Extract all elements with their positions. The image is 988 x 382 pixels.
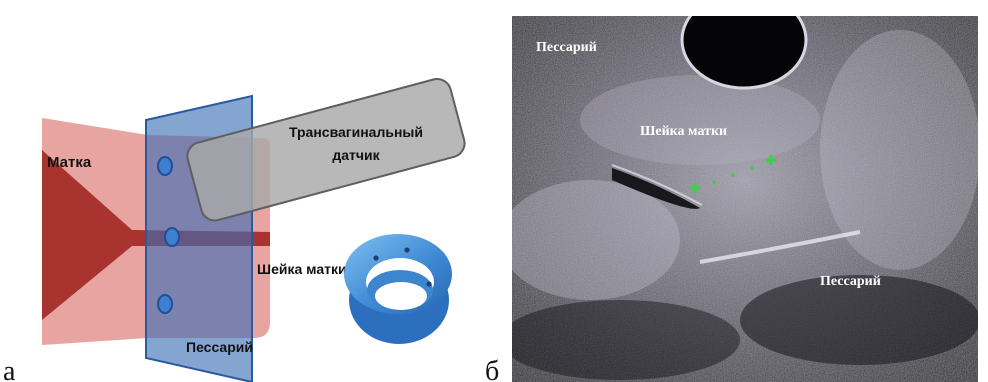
uterus-label: Матка	[47, 154, 92, 171]
transvaginal-probe-shape	[184, 76, 467, 224]
us-cervix-label: Шейка матки	[640, 124, 727, 139]
pessary-ring-illustration	[344, 234, 452, 344]
pessary-hole-bottom	[158, 295, 172, 313]
pessary-hole-top	[158, 157, 172, 175]
panel-b-ultrasound: Пессарий Шейка матки Пессарий б	[485, 0, 980, 382]
panel-a-letter: а	[3, 356, 16, 382]
us-pessary-bottom-label: Пессарий	[820, 274, 881, 289]
panel-a-diagram: Матка Трансвагинальный датчик Шейка матк…	[3, 76, 468, 382]
us-pessary-top-label: Пессарий	[536, 40, 597, 55]
panel-b-letter: б	[485, 356, 499, 382]
probe-label-line1: Трансвагинальный	[289, 124, 423, 140]
probe-label-line2: датчик	[332, 147, 380, 163]
pessary-lumen-shape	[682, 0, 806, 88]
pessary-label: Пессарий	[186, 339, 253, 355]
cervix-label: Шейка матки	[257, 261, 347, 277]
pessary-hole-middle	[165, 228, 179, 246]
